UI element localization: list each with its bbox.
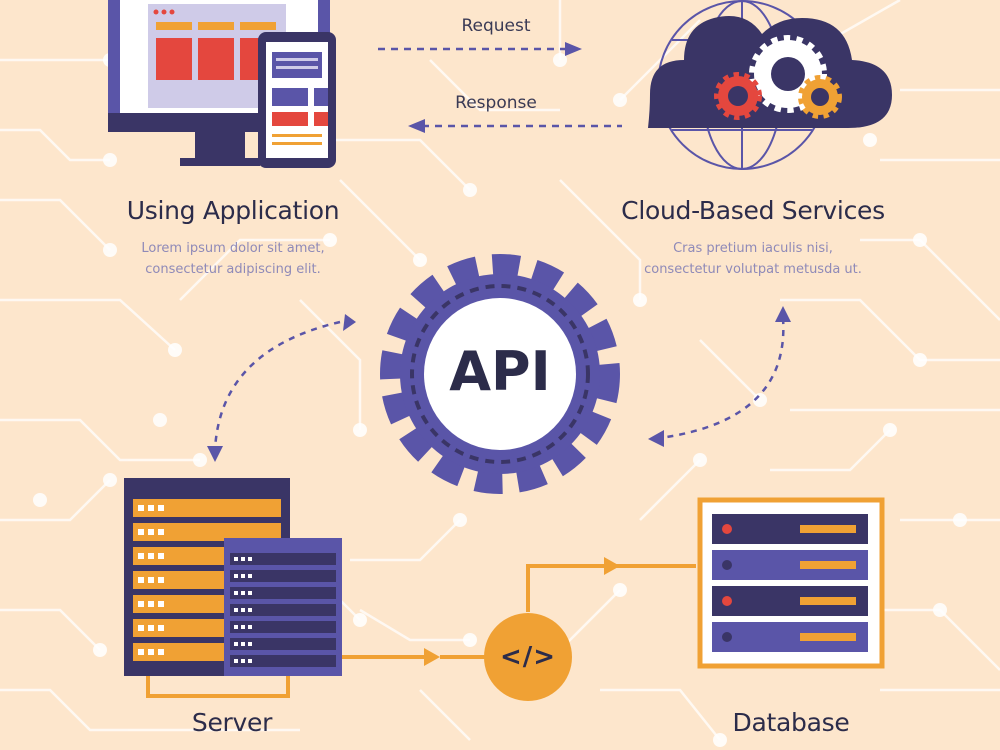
cloud-title: Cloud-Based Services — [621, 196, 885, 225]
cloud-api-arrowhead-bottom — [648, 430, 664, 447]
cloud-api-arrow — [659, 317, 785, 440]
server-code-connector — [342, 648, 486, 666]
response-arrowhead — [408, 119, 425, 133]
response-label: Response — [455, 93, 537, 113]
code-label: </> — [499, 642, 557, 672]
request-label: Request — [461, 16, 531, 36]
api-gear-icon — [380, 254, 620, 494]
app-api-arrowhead-top — [343, 314, 356, 331]
cloud-api-arrowhead-top — [775, 306, 791, 322]
gear-icon — [714, 35, 842, 120]
cloud-desc-2: consectetur volutpat metusda ut. — [644, 262, 862, 277]
cloud-desc-1: Cras pretium iaculis nisi, — [673, 241, 833, 256]
api-label: API — [449, 340, 551, 403]
smartphone-icon — [258, 32, 336, 168]
app-api-arrowhead-bottom — [207, 446, 223, 462]
code-database-connector — [526, 557, 696, 612]
server-icon — [124, 478, 342, 698]
application-desc-2: consectetur adipiscing elit. — [145, 262, 321, 277]
application-title: Using Application — [126, 196, 340, 225]
server-title: Server — [191, 708, 273, 737]
app-api-arrow — [213, 320, 341, 451]
database-icon — [697, 497, 885, 669]
request-arrowhead — [565, 42, 582, 56]
database-title: Database — [732, 708, 850, 737]
circuit-nodes — [33, 53, 967, 747]
code-icon — [484, 613, 572, 701]
application-desc-1: Lorem ipsum dolor sit amet, — [141, 241, 325, 256]
